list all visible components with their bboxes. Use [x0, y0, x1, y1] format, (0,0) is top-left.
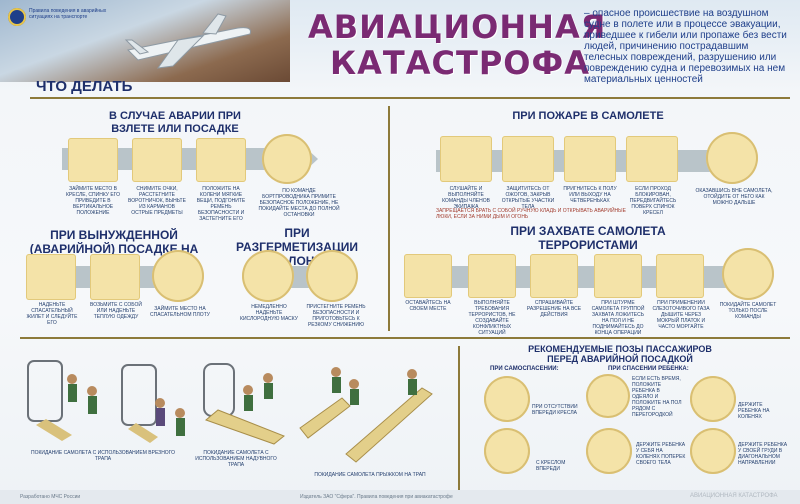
takeoff-step1-caption: Займите место в кресле, спинку его приве…	[65, 186, 121, 216]
fire-title: ПРИ ПОЖАРЕ В САМОЛЕТЕ	[512, 110, 664, 122]
takeoff-step2-caption: Снимите очки, расстегните воротничок, вы…	[128, 186, 186, 216]
evacuation-caption-door: Покидание самолета с использованием врез…	[30, 450, 176, 462]
emblem-icon	[8, 8, 26, 26]
fire-step4-caption: Если проход блокирован, передвигайтесь п…	[629, 186, 677, 216]
what-to-do-heading: ЧТО ДЕЛАТЬ	[36, 78, 133, 95]
pose-child-4-caption: Держите ребенка у своей груди в диагонал…	[738, 442, 788, 466]
pose-child-3-image	[586, 428, 632, 474]
poses-child-title: ПРИ СПАСЕНИИ РЕБЕНКА:	[608, 366, 689, 372]
fire-step5-image	[706, 132, 758, 184]
airplane-image	[118, 10, 258, 70]
evacuation-door-image	[22, 355, 192, 447]
hijack-step3-image	[530, 254, 578, 298]
water-step1-image	[26, 254, 76, 300]
pose-self-2-caption: С креслом впереди	[536, 460, 566, 472]
pose-child-1-caption: Если есть время, положите ребенка в одея…	[632, 376, 682, 418]
takeoff-step2-image	[132, 138, 182, 182]
decompression-step2-image	[306, 250, 358, 302]
emblem-text: Правила поведения в аварийных ситуациях …	[29, 8, 107, 20]
hijack-step5-image	[656, 254, 704, 298]
hijack-step1-caption: Оставайтесь на своем месте	[405, 300, 451, 312]
fire-step3-caption: Пригнитесь к полу или выходу на четверен…	[563, 186, 617, 204]
pose-self-1-caption: При отсутствии впереди кресла	[532, 404, 578, 416]
fire-step2-caption: Защититесь от ожогов, закрыв открытые уч…	[501, 186, 555, 210]
footer-center-text: Издатель ЗАО "Сфера". Правила поведения …	[300, 494, 453, 500]
takeoff-step4-caption: По команде бортпроводника примите безопа…	[258, 188, 340, 218]
hijack-step2-image	[468, 254, 516, 298]
fire-step3-image	[564, 136, 616, 182]
pose-child-2-caption: Держите ребенка на коленях	[738, 402, 770, 420]
fire-step1-image	[440, 136, 492, 182]
pose-child-1-image	[586, 374, 630, 418]
poses-title: РЕКОМЕНДУЕМЫЕ ПОЗЫ ПАССАЖИРОВ ПЕРЕД АВАР…	[528, 344, 712, 364]
page-title-line1: АВИАЦИОННАЯ	[308, 8, 607, 46]
fire-note: Запрещается брать с собой ручную кладь и…	[436, 208, 626, 220]
hijack-title: ПРИ ЗАХВАТЕ САМОЛЕТА ТЕРРОРИСТАМИ	[510, 224, 666, 252]
hijack-step4-image	[594, 254, 642, 298]
takeoff-step1-image	[68, 138, 118, 182]
hijack-step2-caption: Выполняйте требования террористов, не со…	[468, 300, 516, 336]
water-step3-caption: Займите место на спасательном плоту	[150, 306, 210, 318]
decompression-step2-caption: Пристегните ремень безопасности и пригот…	[306, 304, 366, 328]
decompression-step1-caption: Немедленно наденьте кислородную маску	[240, 304, 298, 322]
pose-child-2-image	[690, 376, 736, 422]
takeoff-step3-image	[196, 138, 246, 182]
hijack-step6-image	[722, 248, 774, 300]
decompression-step1-image	[242, 250, 294, 302]
section-divider-horizontal	[20, 337, 790, 339]
hijack-step4-caption: При штурме самолета группой захвата ложи…	[591, 300, 645, 336]
fire-step1-caption: Слушайте и выполняйте команды членов эки…	[442, 186, 490, 210]
takeoff-title: В СЛУЧАЕ АВАРИИ ПРИ ВЗЛЕТЕ ИЛИ ПОСАДКЕ	[109, 110, 241, 135]
definition-text: – опасное происшествие на воздушном судн…	[584, 8, 787, 85]
fire-step4-image	[626, 136, 678, 182]
evacuation-inflatable-image	[196, 360, 290, 446]
fire-step2-image	[502, 136, 554, 182]
pose-self-2-image	[484, 428, 530, 474]
hijack-step3-caption: Спрашивайте разрешение на все действия	[526, 300, 582, 318]
pose-child-4-image	[690, 428, 736, 474]
water-step3-image	[152, 250, 204, 302]
page-title-line2: КАТАСТРОФА	[330, 44, 590, 82]
pose-child-3-caption: Держите ребенка у себя на коленях попере…	[636, 442, 686, 466]
water-step1-caption: Наденьте спасательный жилет и следуйте е…	[26, 302, 78, 326]
water-step2-image	[90, 254, 140, 300]
takeoff-step4-image	[262, 134, 312, 184]
footer-left-text: Разработано МЧС России	[20, 494, 81, 500]
section-divider-vertical-bottom	[458, 346, 460, 496]
fire-step5-caption: Оказавшись вне самолета, отойдите от нег…	[695, 188, 773, 206]
hijack-step5-caption: При применении слезоточивого газа дышите…	[652, 300, 710, 330]
poses-self-title: ПРИ САМОСПАСЕНИИ:	[490, 366, 559, 372]
evacuation-caption-inflatable: Покидание самолета с использованием наду…	[195, 450, 277, 468]
hijack-step1-image	[404, 254, 452, 298]
takeoff-step3-caption: Положите на колени мягкие вещи, подгонит…	[196, 186, 246, 222]
header-sky-image	[0, 0, 290, 82]
water-step2-caption: Возьмите с собой или наденьте теплую оде…	[90, 302, 142, 320]
section-divider-vertical-top	[388, 106, 390, 331]
footer-bar	[0, 490, 800, 504]
evacuation-jump-image	[292, 358, 442, 468]
heading-underline	[30, 97, 790, 99]
footer-right-text: АВИАЦИОННАЯ КАТАСТРОФА	[690, 493, 778, 499]
hijack-step6-caption: Покидайте самолет только после команды	[719, 302, 777, 320]
pose-self-1-image	[484, 376, 530, 422]
evacuation-caption-jump: Покидание самолета прыжком на трап	[314, 472, 426, 478]
